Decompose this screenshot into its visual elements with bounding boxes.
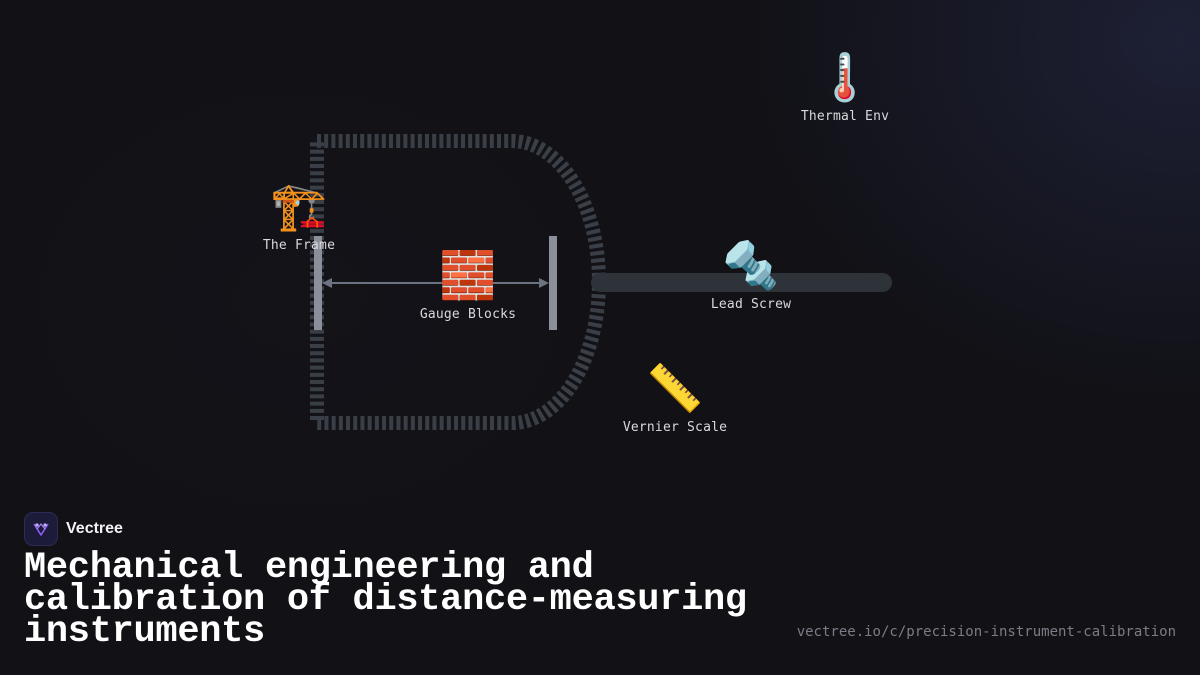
node-frame-label: The Frame bbox=[262, 238, 336, 253]
node-lead-screw: 🔩 Lead Screw bbox=[661, 237, 841, 312]
node-gauge-blocks-label: Gauge Blocks bbox=[419, 307, 517, 322]
node-gauge-blocks: 🧱 Gauge Blocks bbox=[378, 247, 558, 322]
lead-screw-bar bbox=[591, 273, 892, 292]
moving-jaw bbox=[549, 236, 557, 330]
vectree-logo-icon bbox=[24, 512, 58, 546]
construction-crane-icon: 🏗️ bbox=[270, 179, 328, 233]
page-title: Mechanical engineering and calibration o… bbox=[24, 547, 747, 653]
node-vernier-scale: 📏 Vernier Scale bbox=[585, 360, 765, 435]
node-thermal-env: 🌡️ Thermal Env bbox=[755, 49, 935, 124]
node-lead-screw-label: Lead Screw bbox=[710, 297, 792, 312]
node-frame: 🏗️ The Frame bbox=[209, 178, 389, 253]
ruler-icon: 📏 bbox=[646, 361, 704, 415]
brand[interactable]: Vectree bbox=[24, 512, 123, 546]
thermometer-icon: 🌡️ bbox=[816, 50, 874, 104]
brand-name: Vectree bbox=[66, 520, 123, 537]
node-thermal-env-label: Thermal Env bbox=[800, 109, 890, 124]
fixed-jaw bbox=[314, 236, 322, 330]
page-url[interactable]: vectree.io/c/precision-instrument-calibr… bbox=[796, 624, 1176, 640]
nut-and-bolt-icon: 🔩 bbox=[722, 238, 780, 292]
node-vernier-scale-label: Vernier Scale bbox=[622, 420, 728, 435]
brick-icon: 🧱 bbox=[439, 248, 497, 302]
